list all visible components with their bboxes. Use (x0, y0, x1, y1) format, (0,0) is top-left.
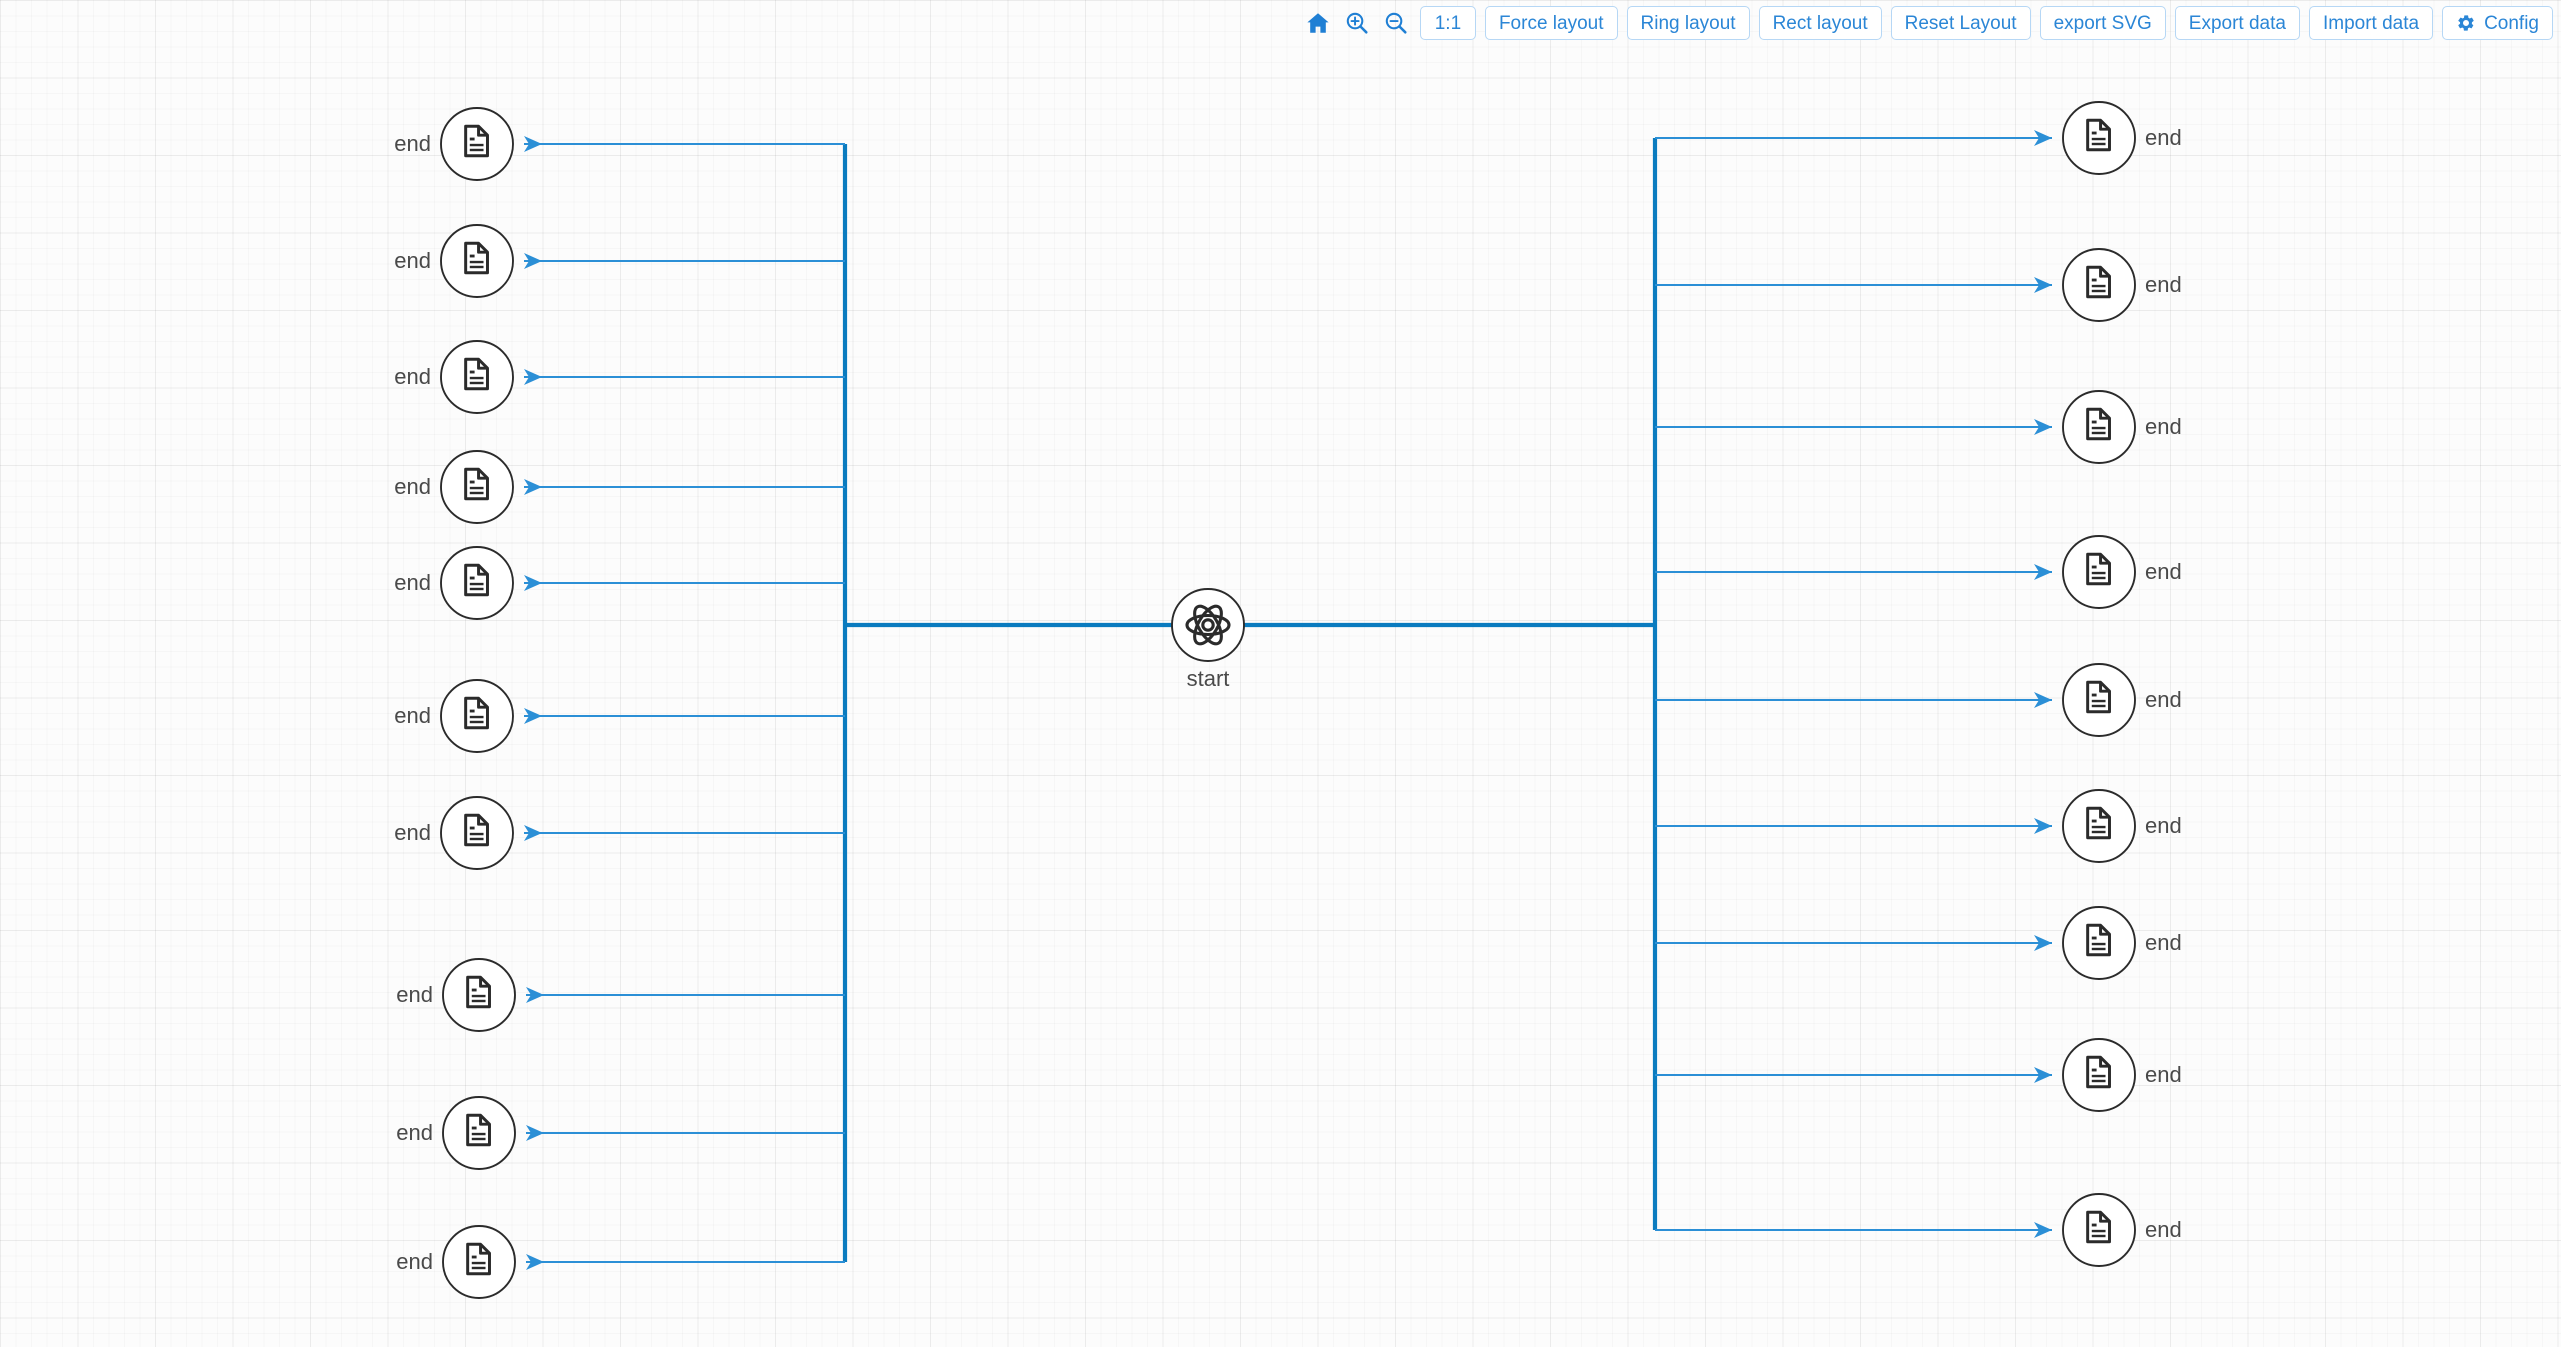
document-icon (2086, 1210, 2111, 1244)
node-label: end (394, 820, 431, 845)
document-icon (464, 813, 489, 847)
node-label: end (2145, 125, 2182, 150)
node-end-right-4[interactable]: end (2062, 535, 2182, 609)
node-label: end (2145, 1217, 2182, 1242)
node-end-left-4[interactable]: end (394, 450, 514, 524)
node-label: end (396, 1249, 433, 1274)
node-end-right-5[interactable]: end (2062, 663, 2182, 737)
node-label: end (2145, 1062, 2182, 1087)
node-label: end (394, 703, 431, 728)
atom-icon (1185, 604, 1231, 646)
document-icon (464, 563, 489, 597)
node-end-left-5[interactable]: end (394, 546, 514, 620)
document-icon (2086, 552, 2111, 586)
node-end-left-10[interactable]: end (396, 1225, 516, 1299)
reset-layout-button[interactable]: Reset Layout (1890, 6, 2031, 40)
document-icon (464, 467, 489, 501)
node-end-right-6[interactable]: end (2062, 789, 2182, 863)
node-end-left-7[interactable]: end (394, 796, 514, 870)
document-icon (464, 124, 489, 158)
node-label: end (394, 570, 431, 595)
ring-layout-button[interactable]: Ring layout (1626, 6, 1750, 40)
document-icon (2086, 680, 2111, 714)
node-label: end (394, 248, 431, 273)
node-end-left-3[interactable]: end (394, 340, 514, 414)
node-label: end (2145, 559, 2182, 584)
node-end-right-7[interactable]: end (2062, 906, 2182, 980)
node-start[interactable]: start (1171, 588, 1245, 691)
node-end-right-2[interactable]: end (2062, 248, 2182, 322)
zoom-in-icon[interactable] (1342, 8, 1372, 38)
node-end-right-3[interactable]: end (2062, 390, 2182, 464)
node-end-left-6[interactable]: end (394, 679, 514, 753)
gear-icon (2456, 13, 2476, 33)
zoom-out-icon[interactable] (1381, 8, 1411, 38)
node-label: end (396, 982, 433, 1007)
one-to-one-button[interactable]: 1:1 (1419, 6, 1476, 40)
rect-layout-button[interactable]: Rect layout (1758, 6, 1882, 40)
node-end-right-8[interactable]: end (2062, 1038, 2182, 1112)
node-label: end (2145, 687, 2182, 712)
document-icon (466, 1242, 491, 1276)
document-icon (464, 241, 489, 275)
node-end-left-9[interactable]: end (396, 1096, 516, 1170)
document-icon (2086, 923, 2111, 957)
node-circle (1171, 588, 1245, 662)
node-label: end (2145, 813, 2182, 838)
node-label: end (394, 131, 431, 156)
home-icon[interactable] (1303, 8, 1333, 38)
document-icon (464, 696, 489, 730)
node-label: end (2145, 414, 2182, 439)
node-end-left-1[interactable]: end (394, 107, 514, 181)
node-end-left-8[interactable]: end (396, 958, 516, 1032)
export-data-button[interactable]: Export data (2174, 6, 2300, 40)
edge-layer (524, 130, 2052, 1270)
document-icon (466, 975, 491, 1009)
node-label: start (1187, 666, 1230, 691)
config-button-label: Config (2484, 12, 2539, 34)
export-svg-button[interactable]: export SVG (2039, 6, 2166, 40)
document-icon (464, 357, 489, 391)
force-layout-button[interactable]: Force layout (1484, 6, 1618, 40)
node-label: end (2145, 272, 2182, 297)
node-label: end (396, 1120, 433, 1145)
document-icon (2086, 806, 2111, 840)
node-end-right-9[interactable]: end (2062, 1193, 2182, 1267)
node-end-left-2[interactable]: end (394, 224, 514, 298)
graph-toolbar[interactable]: 1:1 Force layout Ring layout Rect layout… (1303, 6, 2553, 40)
document-icon (2086, 265, 2111, 299)
document-icon (2086, 407, 2111, 441)
node-label: end (394, 364, 431, 389)
config-button[interactable]: Config (2442, 6, 2553, 40)
document-icon (466, 1113, 491, 1147)
node-layer[interactable]: end end end end end end end end end end end end end e… (394, 101, 2182, 1299)
node-label: end (394, 474, 431, 499)
node-label: end (2145, 930, 2182, 955)
import-data-button[interactable]: Import data (2308, 6, 2434, 40)
document-icon (2086, 118, 2111, 152)
node-end-right-1[interactable]: end (2062, 101, 2182, 175)
document-icon (2086, 1055, 2111, 1089)
